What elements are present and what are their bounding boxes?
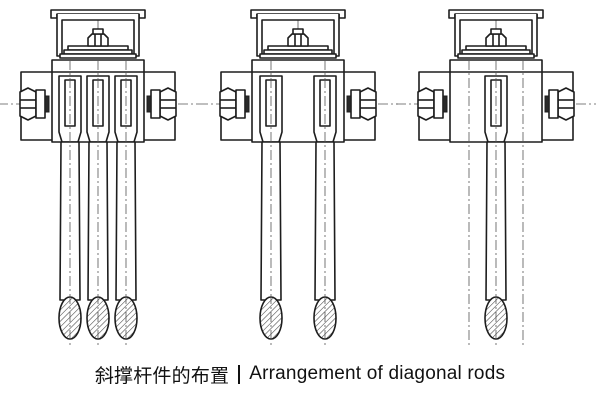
- figure-caption: 斜撑杆件的布置 Arrangement of diagonal rods: [0, 354, 600, 394]
- panel-two-rods: [197, 9, 399, 345]
- caption-english: Arrangement of diagonal rods: [249, 363, 506, 384]
- panel-one-rod: [395, 9, 597, 345]
- panel-three-rods: [0, 9, 199, 345]
- diagonal-rods-drawing: [0, 9, 597, 345]
- caption-separator: [238, 364, 241, 384]
- caption-chinese: 斜撑杆件的布置: [94, 365, 230, 387]
